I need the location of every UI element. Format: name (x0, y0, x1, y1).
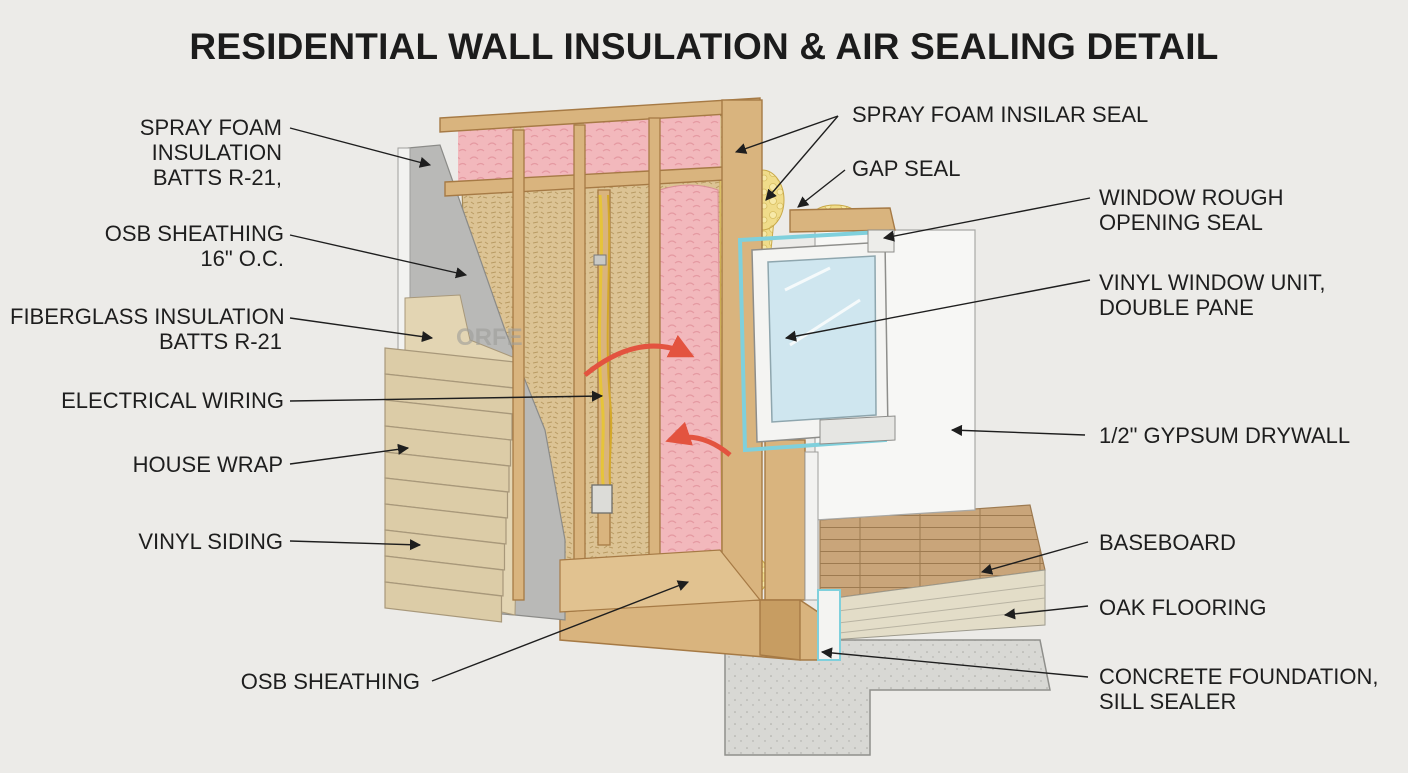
baseboard (804, 451, 841, 661)
wood-framing-studs (439, 97, 896, 661)
vinyl-window-unit (737, 229, 896, 453)
heat-flow-arrows (583, 334, 732, 457)
siding-board (384, 503, 507, 545)
sheathing-stamp: ORFE (456, 324, 523, 351)
callout-leader-lines (289, 115, 1091, 682)
label-concrete-foundation: CONCRETE FOUNDATION,SILL SEALER (1099, 664, 1379, 714)
label-electrical-wiring: ELECTRICAL WIRING (61, 388, 284, 413)
siding-board (384, 581, 503, 623)
label-vinyl-window-unit: VINYL WINDOW UNIT,DOUBLE PANE (1099, 270, 1326, 320)
label-gap-seal: GAP SEAL (852, 156, 961, 181)
siding-board (384, 399, 513, 441)
label-spray-foam-insilar-seal: SPRAY FOAM INSILAR SEAL (852, 102, 1149, 127)
label-gypsum-drywall: 1/2" GYPSUM DRYWALL (1099, 423, 1351, 448)
vinyl-siding (384, 294, 521, 623)
siding-board (384, 477, 509, 519)
siding-board (384, 425, 512, 467)
siding-board (384, 451, 510, 493)
concrete-foundation (724, 639, 1051, 756)
siding-board (384, 555, 504, 597)
label-house-wrap: HOUSE WRAP (132, 452, 283, 477)
label-vinyl-siding: VINYL SIDING (138, 529, 283, 554)
label-osb-sheathing-bottom: OSB SHEATHING (240, 669, 420, 694)
diagram-title: RESIDENTIAL WALL INSULATION & AIR SEALIN… (189, 26, 1219, 67)
label-oak-flooring: OAK FLOORING (1099, 595, 1267, 620)
electrical-wiring (591, 194, 613, 514)
oak-flooring (819, 504, 1046, 641)
label-baseboard: BASEBOARD (1099, 530, 1236, 555)
